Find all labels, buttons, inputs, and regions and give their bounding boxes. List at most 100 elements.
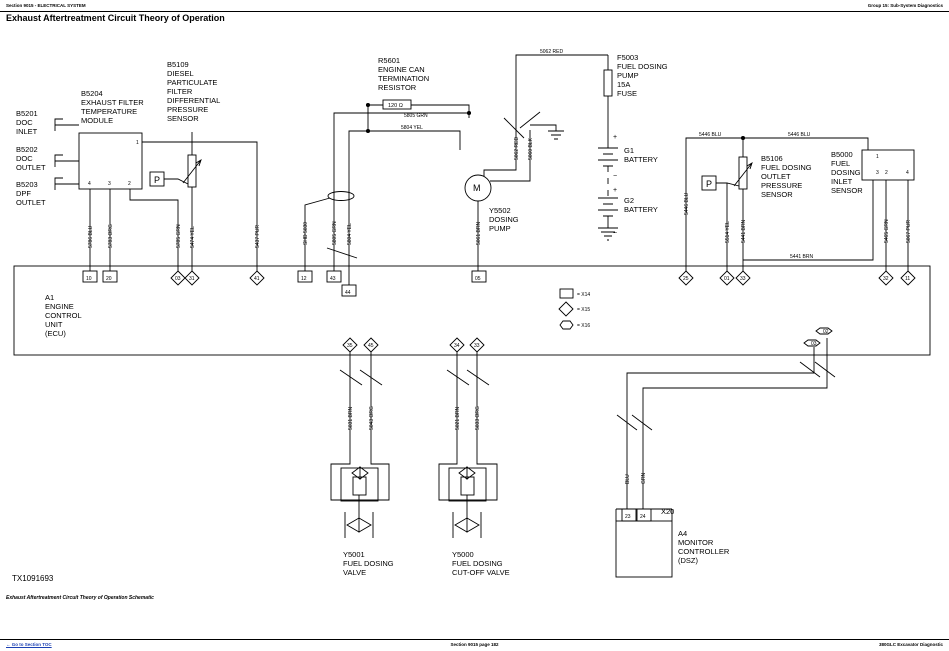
pin-a4-23: 23 [625,514,631,520]
pin-b5000-2: 2 [885,170,888,176]
wire-label-5033: 5033 ORG [475,406,481,430]
ground-pump [530,124,564,140]
terminal-31 [184,270,200,286]
wire-5060 [490,130,531,182]
legend-x14: = X14 [577,292,590,298]
wire-label-5062: 5062 RED [540,49,563,55]
ground-battery [598,216,618,241]
terminal-05 [471,270,487,283]
label-b5204: B5204 EXHAUST FILTER TEMPERATURE MODULE [81,89,146,125]
label-y5001: Y5001 FUEL DOSING VALVE [343,550,396,577]
wire-label-5030: SHD 5030 [303,222,309,245]
wire-label-5446h2: 5446 BLU [788,132,811,138]
x20-outline [615,508,673,521]
wire-label-5514: 5514 YEL [725,221,731,243]
label-b5202: B5202 DOC OUTLET [16,145,46,172]
wire-5514 [716,182,740,271]
toc-link[interactable]: ← Go to Section TOC [6,642,52,647]
figure-id: TX1091693 [12,574,54,583]
label-y5502: Y5502 DOSING PUMP [489,206,521,233]
wire-label-5783: 5783 ORG [108,224,114,248]
wire-shield-5030 [304,197,331,271]
f5003-fuse [603,69,613,97]
label-b5203: B5203 DPF OUTLET [16,180,46,207]
b5000-box [861,149,915,181]
terminal-33 [735,270,751,286]
pin-b5204-1: 1 [136,140,139,146]
header-section: Section 9015 - ELECTRICAL SYSTEM [6,3,86,8]
terminal-03b [803,339,821,347]
g1-battery [598,147,618,167]
connector-x20: X20 [661,507,674,516]
legend-x14-symbol [559,288,574,299]
footer-rule [0,639,949,640]
terminal-label-20: 20 [106,276,112,282]
b5202-sensor [54,154,79,167]
terminal-32 [878,270,894,286]
break-5060 [519,111,541,129]
figure-caption: Exhaust Aftertreatment Circuit Theory of… [6,595,154,601]
terminal-label-35: 35 [347,343,353,349]
terminal-label-44: 44 [345,290,351,296]
terminal-label-12: 12 [301,276,307,282]
page-title: Exhaust Aftertreatment Circuit Theory of… [6,13,225,23]
terminal-label-33b: 33 [474,343,480,349]
label-g1: G1 BATTERY [624,146,658,164]
terminal-label-31: 31 [189,276,195,282]
wire-label-blu: BLU [625,474,631,484]
resistor-leads [368,104,470,113]
wire-label-5031: 5031 BRN [348,407,354,430]
b5203-sensor [54,177,79,190]
header-group: Group 15: Sub-System Diagnostics [867,3,943,8]
wire-label-5060: 5060 BLK [528,137,534,160]
wire-label-5021: 5021 BRN [455,407,461,430]
pin-b5000-4: 4 [906,170,909,176]
y5000-coil [460,476,475,496]
terminal-label-02: 02 [823,329,829,335]
g2-battery [598,197,618,217]
label-a4: A4 MONITOR CONTROLLER (DSZ) [678,529,731,565]
wire-label-5805h: 5805 GRN [404,113,428,119]
legend-x15: = X15 [577,307,590,313]
terminal-label-03: 03 [175,276,181,282]
label-a1: A1 ENGINE CONTROL UNIT (ECU) [45,293,83,338]
wire-5441 [743,180,874,261]
label-b5109: B5109 DIESEL PARTICULATE FILTER DIFFEREN… [167,60,222,123]
g2-plus: + [613,187,617,194]
label-g2: G2 BATTERY [624,196,658,214]
wire-label-5804h: 5804 YEL [401,125,423,131]
wire-label-5805v: 5805 GRN [332,221,338,245]
break-y5001 [339,369,383,386]
wire-label-5446v: 5446 BLU [684,192,690,215]
variable-arrow [182,158,202,184]
wire-label-5441v: 5441 BRN [741,220,747,243]
terminal-11 [900,270,916,286]
terminal-label-33: 33 [740,276,746,282]
label-r5601: R5601 ENGINE CAN TERMINATION RESISTOR [378,56,431,92]
pin-b5204-3: 3 [108,181,111,187]
terminal-label-43: 43 [330,276,336,282]
label-f5003: F5003 FUEL DOSING PUMP 15A FUSE [617,53,670,98]
a4-box [615,520,673,578]
break-5062 [503,117,525,139]
r5601-resistor [382,99,412,110]
pin-b5000-1: 1 [876,154,879,160]
g1-plus: + [613,134,617,141]
terminal-25 [678,270,694,286]
terminal-label-25: 25 [683,276,689,282]
label-b5000: B5000 FUEL DOSING INLET SENSOR [831,150,863,195]
wire-label-5061: 5061 BRN [476,222,482,245]
wire-label-5446h1: 5446 BLU [699,132,722,138]
pin-b5204-4: 4 [88,181,91,187]
terminal-label-11: 11 [905,276,910,282]
terminal-label-05: 05 [475,276,481,282]
terminal-label-03b: 03 [811,341,817,347]
node-5805 [466,110,472,116]
wire-label-5062v: 5062 RED [514,137,520,160]
ecu-box [13,265,931,356]
terminal-10 [82,270,98,283]
pin-b5000-3: 3 [876,170,879,176]
resistor-value: 120 Ω [388,103,403,109]
label-b5106: B5106 FUEL DOSING OUTLET PRESSURE SENSOR [761,154,814,199]
wire-label-grn: GRN [641,473,647,485]
